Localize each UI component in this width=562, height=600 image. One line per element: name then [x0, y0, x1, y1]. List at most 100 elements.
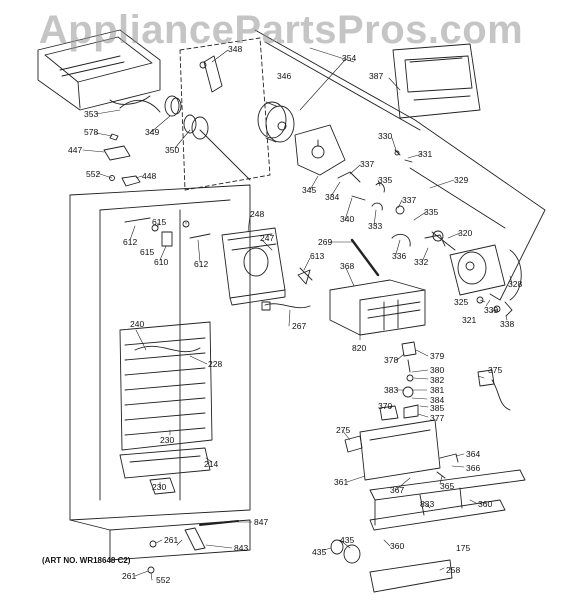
- part-label-230: 230: [152, 482, 167, 492]
- part-label-321: 321: [462, 315, 477, 325]
- part-label-214: 214: [204, 459, 219, 469]
- part-label-325: 325: [454, 297, 469, 307]
- part-label-258: 258: [446, 565, 461, 575]
- part-label-847: 847: [254, 517, 269, 527]
- part-label-367: 367: [390, 485, 405, 495]
- part-label-332: 332: [414, 257, 429, 267]
- bracket-332-part: [391, 233, 446, 247]
- part-label-447: 447: [68, 145, 83, 155]
- linkage-parts: [337, 149, 506, 229]
- part-label-380: 380: [430, 365, 445, 375]
- watermark-text: AppliancePartsPros.com: [38, 8, 524, 52]
- part-label-345: 345: [302, 185, 317, 195]
- wire-harness-part: [261, 301, 311, 311]
- part-label-378: 378: [384, 355, 399, 365]
- part-label-384: 384: [430, 395, 445, 405]
- ice-bucket-part: [37, 29, 161, 111]
- small-clip-parts: [103, 133, 141, 187]
- part-label-435: 435: [340, 535, 355, 545]
- part-label-336: 336: [392, 251, 407, 261]
- part-label-267: 267: [292, 321, 307, 331]
- part-label-375: 375: [488, 365, 503, 375]
- part-label-448: 448: [142, 171, 157, 181]
- back-panel-outline: [254, 29, 546, 301]
- part-label-365: 365: [440, 481, 455, 491]
- fan-motor-part: [221, 227, 313, 306]
- auger-motor-part: [257, 101, 295, 143]
- chute-door-part: [392, 43, 481, 119]
- part-label-370: 370: [378, 401, 393, 411]
- drain-trough-part: [119, 447, 211, 495]
- part-label-368: 368: [340, 261, 355, 271]
- dispenser-parts: [379, 341, 511, 421]
- part-label-230: 230: [160, 435, 175, 445]
- part-label-334: 334: [325, 192, 340, 202]
- auger-wire-part: [119, 99, 161, 113]
- part-label-337: 337: [360, 159, 375, 169]
- part-label-381: 381: [430, 385, 445, 395]
- part-label-329: 329: [454, 175, 469, 185]
- part-label-364: 364: [466, 449, 481, 459]
- part-label-354: 354: [342, 53, 357, 63]
- part-label-333: 333: [368, 221, 383, 231]
- part-label-228: 228: [208, 359, 223, 369]
- part-label-612: 612: [123, 237, 138, 247]
- shutter-motor-part: [431, 230, 506, 296]
- bracket-part: [199, 55, 223, 93]
- light-cover-parts: [330, 539, 453, 593]
- bracket-612-part: [124, 217, 211, 247]
- rail-parts: [369, 469, 526, 531]
- evaporator-part: [119, 321, 213, 451]
- part-label-330: 330: [378, 131, 393, 141]
- part-label-610: 610: [154, 257, 169, 267]
- part-label-613: 613: [310, 251, 325, 261]
- part-label-615: 615: [152, 217, 167, 227]
- part-label-379: 379: [430, 351, 445, 361]
- part-label-615: 615: [140, 247, 155, 257]
- part-label-552: 552: [86, 169, 101, 179]
- dashed-panel-part: [179, 37, 271, 191]
- part-label-435: 435: [312, 547, 327, 557]
- part-label-337: 337: [402, 195, 417, 205]
- part-label-240: 240: [130, 319, 145, 329]
- part-label-328: 328: [508, 279, 523, 289]
- hardware-parts: [476, 293, 513, 317]
- part-label-366: 366: [466, 463, 481, 473]
- part-label-552: 552: [156, 575, 171, 585]
- part-label-335: 335: [378, 175, 393, 185]
- part-label-335: 335: [424, 207, 439, 217]
- part-label-360: 360: [390, 541, 405, 551]
- door-arc-part: [509, 249, 522, 301]
- part-label-269: 269: [318, 237, 333, 247]
- part-label-339: 339: [484, 305, 499, 315]
- dispenser-bracket-part: [344, 419, 459, 481]
- rod-part: [350, 238, 380, 277]
- part-label-338: 338: [500, 319, 515, 329]
- part-label-261: 261: [164, 535, 179, 545]
- auger-bearing-part: [164, 95, 251, 181]
- part-label-248: 248: [250, 209, 265, 219]
- part-label-820: 820: [352, 343, 367, 353]
- part-label-275: 275: [336, 425, 351, 435]
- part-label-387: 387: [369, 71, 384, 81]
- part-label-331: 331: [418, 149, 433, 159]
- part-label-361: 361: [334, 477, 349, 487]
- part-label-348: 348: [228, 44, 243, 54]
- part-label-320: 320: [458, 228, 473, 238]
- part-label-175: 175: [456, 543, 471, 553]
- part-label-261: 261: [122, 571, 137, 581]
- cam-plate-part: [294, 124, 346, 176]
- ice-maker-part: [329, 279, 426, 336]
- part-label-377: 377: [430, 413, 445, 423]
- part-label-385: 385: [430, 403, 445, 413]
- part-label-383: 383: [384, 385, 399, 395]
- part-label-843: 843: [234, 543, 249, 553]
- part-label-353: 353: [84, 109, 99, 119]
- part-label-349: 349: [145, 127, 160, 137]
- part-label-382: 382: [430, 375, 445, 385]
- part-label-350: 350: [165, 145, 180, 155]
- part-label-833: 833: [420, 499, 435, 509]
- art-number: (ART NO. WR18648 C2): [42, 556, 131, 565]
